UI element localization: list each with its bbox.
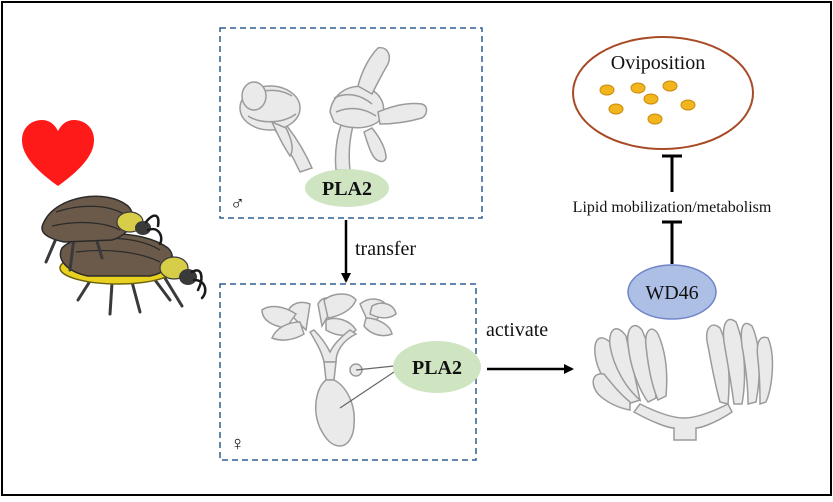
activate-label: activate [486, 319, 548, 341]
pointer-line-2 [339, 371, 395, 409]
oviposition-ellipse [572, 36, 754, 150]
female-organ-icon [261, 293, 397, 447]
pla2-female-ellipse [393, 341, 481, 393]
wd46-ellipse [627, 264, 717, 320]
beetle-pair-icon [41, 195, 207, 316]
oviposition-label: Oviposition [611, 52, 705, 74]
heart-icon [22, 120, 94, 186]
ovary-icon [592, 318, 774, 441]
female-symbol: ♀ [230, 433, 245, 455]
male-organ-icon [239, 46, 428, 173]
egg-icon [599, 80, 696, 125]
transfer-label: transfer [355, 238, 416, 260]
pla2-male-label: PLA2 [322, 178, 372, 200]
male-dashed-box [219, 27, 483, 219]
pla2-female-label: PLA2 [412, 357, 462, 379]
pointer-line-1 [355, 365, 395, 371]
wd46-label: WD46 [645, 282, 698, 304]
lipid-label: Lipid mobilization/metabolism [573, 199, 772, 216]
pla2-male-ellipse [305, 169, 389, 207]
male-symbol: ♂ [230, 193, 245, 215]
